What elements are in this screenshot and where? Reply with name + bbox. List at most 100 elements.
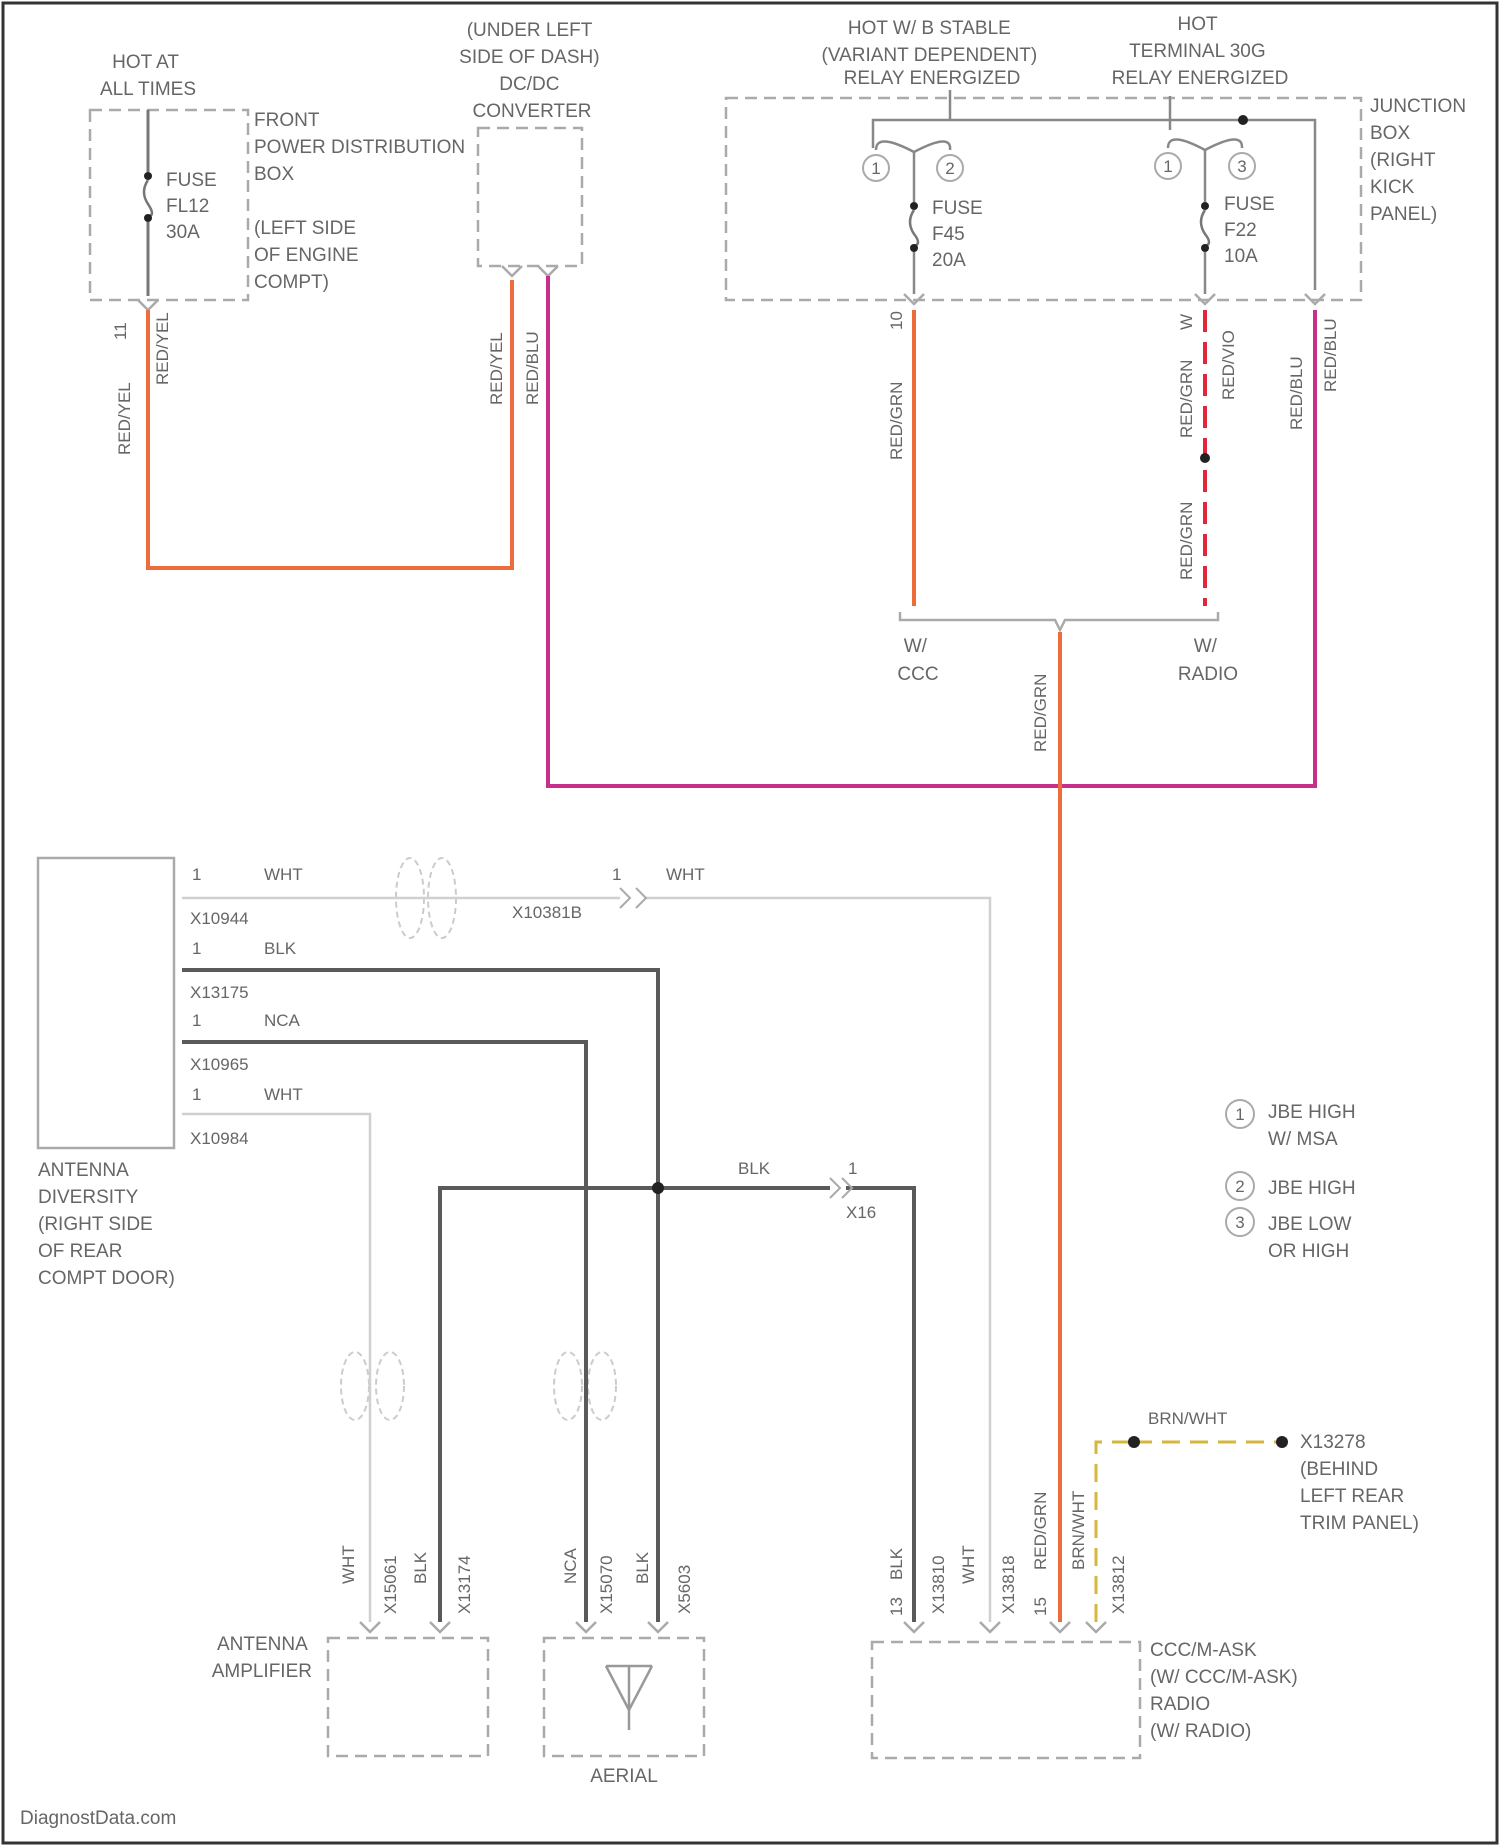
- svg-text:BLK: BLK: [633, 1551, 652, 1584]
- antenna-amplifier-label: ANTENNA AMPLIFIER: [212, 1634, 312, 1682]
- aerial-box: [544, 1638, 704, 1756]
- front-pdb-label: FRONT POWER DISTRIBUTION BOX: [254, 110, 470, 185]
- wire-wht-radio: [646, 898, 990, 1622]
- w-radio-label: W/ RADIO: [1178, 636, 1238, 685]
- row2-connector: X13175: [190, 983, 249, 1002]
- svg-text:X13174: X13174: [455, 1555, 474, 1614]
- junction-box-label: JUNCTION BOX (RIGHT KICK PANEL): [1370, 96, 1471, 225]
- inline-color: WHT: [666, 865, 705, 884]
- aerial-label: AERIAL: [590, 1766, 658, 1787]
- legend-text-3: JBE LOW OR HIGH: [1268, 1214, 1357, 1262]
- hot-terminal-30g-label: HOT TERMINAL 30G RELAY ENERGIZED: [1112, 14, 1289, 89]
- pdb-location-label: (LEFT SIDE OF ENGINE COMPT): [254, 218, 364, 293]
- row1-connector: X10944: [190, 909, 249, 928]
- wire-red-blu: [548, 276, 1315, 786]
- hot-b-stable-label: HOT W/ B STABLE (VARIANT DEPENDENT) RELA…: [822, 18, 1043, 89]
- svg-text:13: 13: [887, 1597, 906, 1616]
- fuse-f22-symbol: [1201, 210, 1209, 246]
- legend-text-2: JBE HIGH: [1268, 1178, 1356, 1199]
- f22-wire-label-b: RED/VIO: [1219, 330, 1238, 400]
- svg-text:WHT: WHT: [339, 1545, 358, 1584]
- splice-point: [1200, 453, 1210, 463]
- svg-text:BLK: BLK: [887, 1547, 906, 1580]
- dcdc-label: (UNDER LEFT SIDE OF DASH) DC/DC CONVERTE…: [459, 20, 605, 122]
- fuse-fl12-label: FUSE FL12 30A: [166, 170, 222, 243]
- row1-color: WHT: [264, 865, 303, 884]
- svg-text:2: 2: [1235, 1177, 1244, 1196]
- bottom-pin-chevrons: [360, 1622, 1106, 1632]
- inline-pin: 1: [612, 865, 621, 884]
- svg-text:X13818: X13818: [999, 1555, 1018, 1614]
- pdb-wire-label-1: RED/YEL: [115, 382, 134, 455]
- hot-at-all-times-label: HOT AT ALL TIMES: [100, 52, 196, 100]
- shield-symbols: [341, 858, 616, 1420]
- x16-pin: 1: [848, 1159, 857, 1178]
- row4-pin: 1: [192, 1085, 201, 1104]
- fuse-fl12-symbol: [144, 180, 152, 216]
- svg-text:WHT: WHT: [959, 1545, 978, 1584]
- fuse-f22-label: FUSE F22 10A: [1224, 194, 1280, 267]
- f22-pin-label: W: [1177, 314, 1196, 330]
- legend-text-1: JBE HIGH W/ MSA: [1268, 1102, 1361, 1150]
- aerial-pin-labels: NCA X15070 BLK X5603: [561, 1547, 694, 1614]
- inline-connector-label: X10381B: [512, 903, 582, 922]
- f22-wire-label-a: RED/GRN: [1177, 360, 1196, 438]
- antenna-amplifier-box: [328, 1638, 488, 1756]
- svg-text:1: 1: [871, 159, 880, 178]
- amp-pin-labels: WHT X15061 BLK X13174: [339, 1545, 474, 1614]
- splice-wire-label: RED/GRN: [1031, 674, 1050, 752]
- svg-text:2: 2: [945, 159, 954, 178]
- ground-splice: [652, 1182, 664, 1194]
- svg-text:X13812: X13812: [1109, 1555, 1128, 1614]
- inline-connector-x10381b: [620, 888, 646, 908]
- option-brace: [900, 612, 1218, 630]
- jb-wire-label-a: RED/BLU: [1287, 356, 1306, 430]
- blk-label: BLK: [738, 1159, 771, 1178]
- svg-text:X15070: X15070: [597, 1555, 616, 1614]
- jb-wire-label-b: RED/BLU: [1321, 318, 1340, 392]
- radio-pin-labels: 13 BLK X13810 WHT X13818 15 RED/GRN BRN/…: [887, 1491, 1128, 1616]
- row3-connector: X10965: [190, 1055, 249, 1074]
- brn-wht-label: BRN/WHT: [1148, 1409, 1227, 1428]
- watermark: DiagnostData.com: [20, 1808, 176, 1829]
- pdb-pin-label: 11: [111, 322, 130, 340]
- f45-wire-label: RED/GRN: [887, 382, 906, 460]
- antenna-diversity-box: [38, 858, 174, 1148]
- row2-pin: 1: [192, 939, 201, 958]
- row1-pin: 1: [192, 865, 201, 884]
- fuse-f45-label: FUSE F45 20A: [932, 198, 988, 271]
- fuse-f45-symbol: [910, 210, 918, 246]
- wire-red-yel-pdb-dcdc: [148, 280, 512, 568]
- svg-text:1: 1: [1163, 157, 1172, 176]
- svg-text:RED/GRN: RED/GRN: [1031, 1492, 1050, 1570]
- dcdc-wire-label-1: RED/YEL: [487, 332, 506, 405]
- svg-text:X15061: X15061: [381, 1555, 400, 1614]
- dcdc-converter-group: (UNDER LEFT SIDE OF DASH) DC/DC CONVERTE…: [459, 20, 605, 405]
- svg-text:X5603: X5603: [675, 1565, 694, 1614]
- antenna-diversity-group: ANTENNA DIVERSITY (RIGHT SIDE OF REAR CO…: [38, 858, 303, 1289]
- legend: 1 JBE HIGH W/ MSA 2 JBE HIGH 3 JBE LOW O…: [1226, 1100, 1361, 1262]
- x16-label: X16: [846, 1203, 876, 1222]
- svg-text:BRN/WHT: BRN/WHT: [1069, 1491, 1088, 1570]
- f45-pin-label: 10: [887, 311, 906, 330]
- aerial-antenna-icon: [606, 1666, 652, 1730]
- svg-text:1: 1: [1235, 1105, 1244, 1124]
- row3-color: NCA: [264, 1011, 301, 1030]
- junction-box-group: HOT W/ B STABLE (VARIANT DEPENDENT) RELA…: [726, 14, 1471, 304]
- svg-text:NCA: NCA: [561, 1547, 580, 1584]
- svg-text:3: 3: [1235, 1213, 1244, 1232]
- dcdc-converter-box: [478, 128, 582, 266]
- pdb-wire-label-2: RED/YEL: [153, 312, 172, 385]
- svg-text:X13810: X13810: [929, 1555, 948, 1614]
- dcdc-wire-label-2: RED/BLU: [523, 331, 542, 405]
- radio-label: CCC/M-ASK (W/ CCC/M-ASK) RADIO (W/ RADIO…: [1150, 1640, 1303, 1742]
- svg-text:3: 3: [1237, 157, 1246, 176]
- antenna-diversity-label: ANTENNA DIVERSITY (RIGHT SIDE OF REAR CO…: [38, 1160, 175, 1289]
- pdb-connector-pin: [138, 300, 158, 310]
- fuse-terminal: [144, 172, 152, 180]
- svg-text:BLK: BLK: [411, 1551, 430, 1584]
- x13278-label: X13278 (BEHIND LEFT REAR TRIM PANEL): [1300, 1432, 1419, 1534]
- row2-color: BLK: [264, 939, 297, 958]
